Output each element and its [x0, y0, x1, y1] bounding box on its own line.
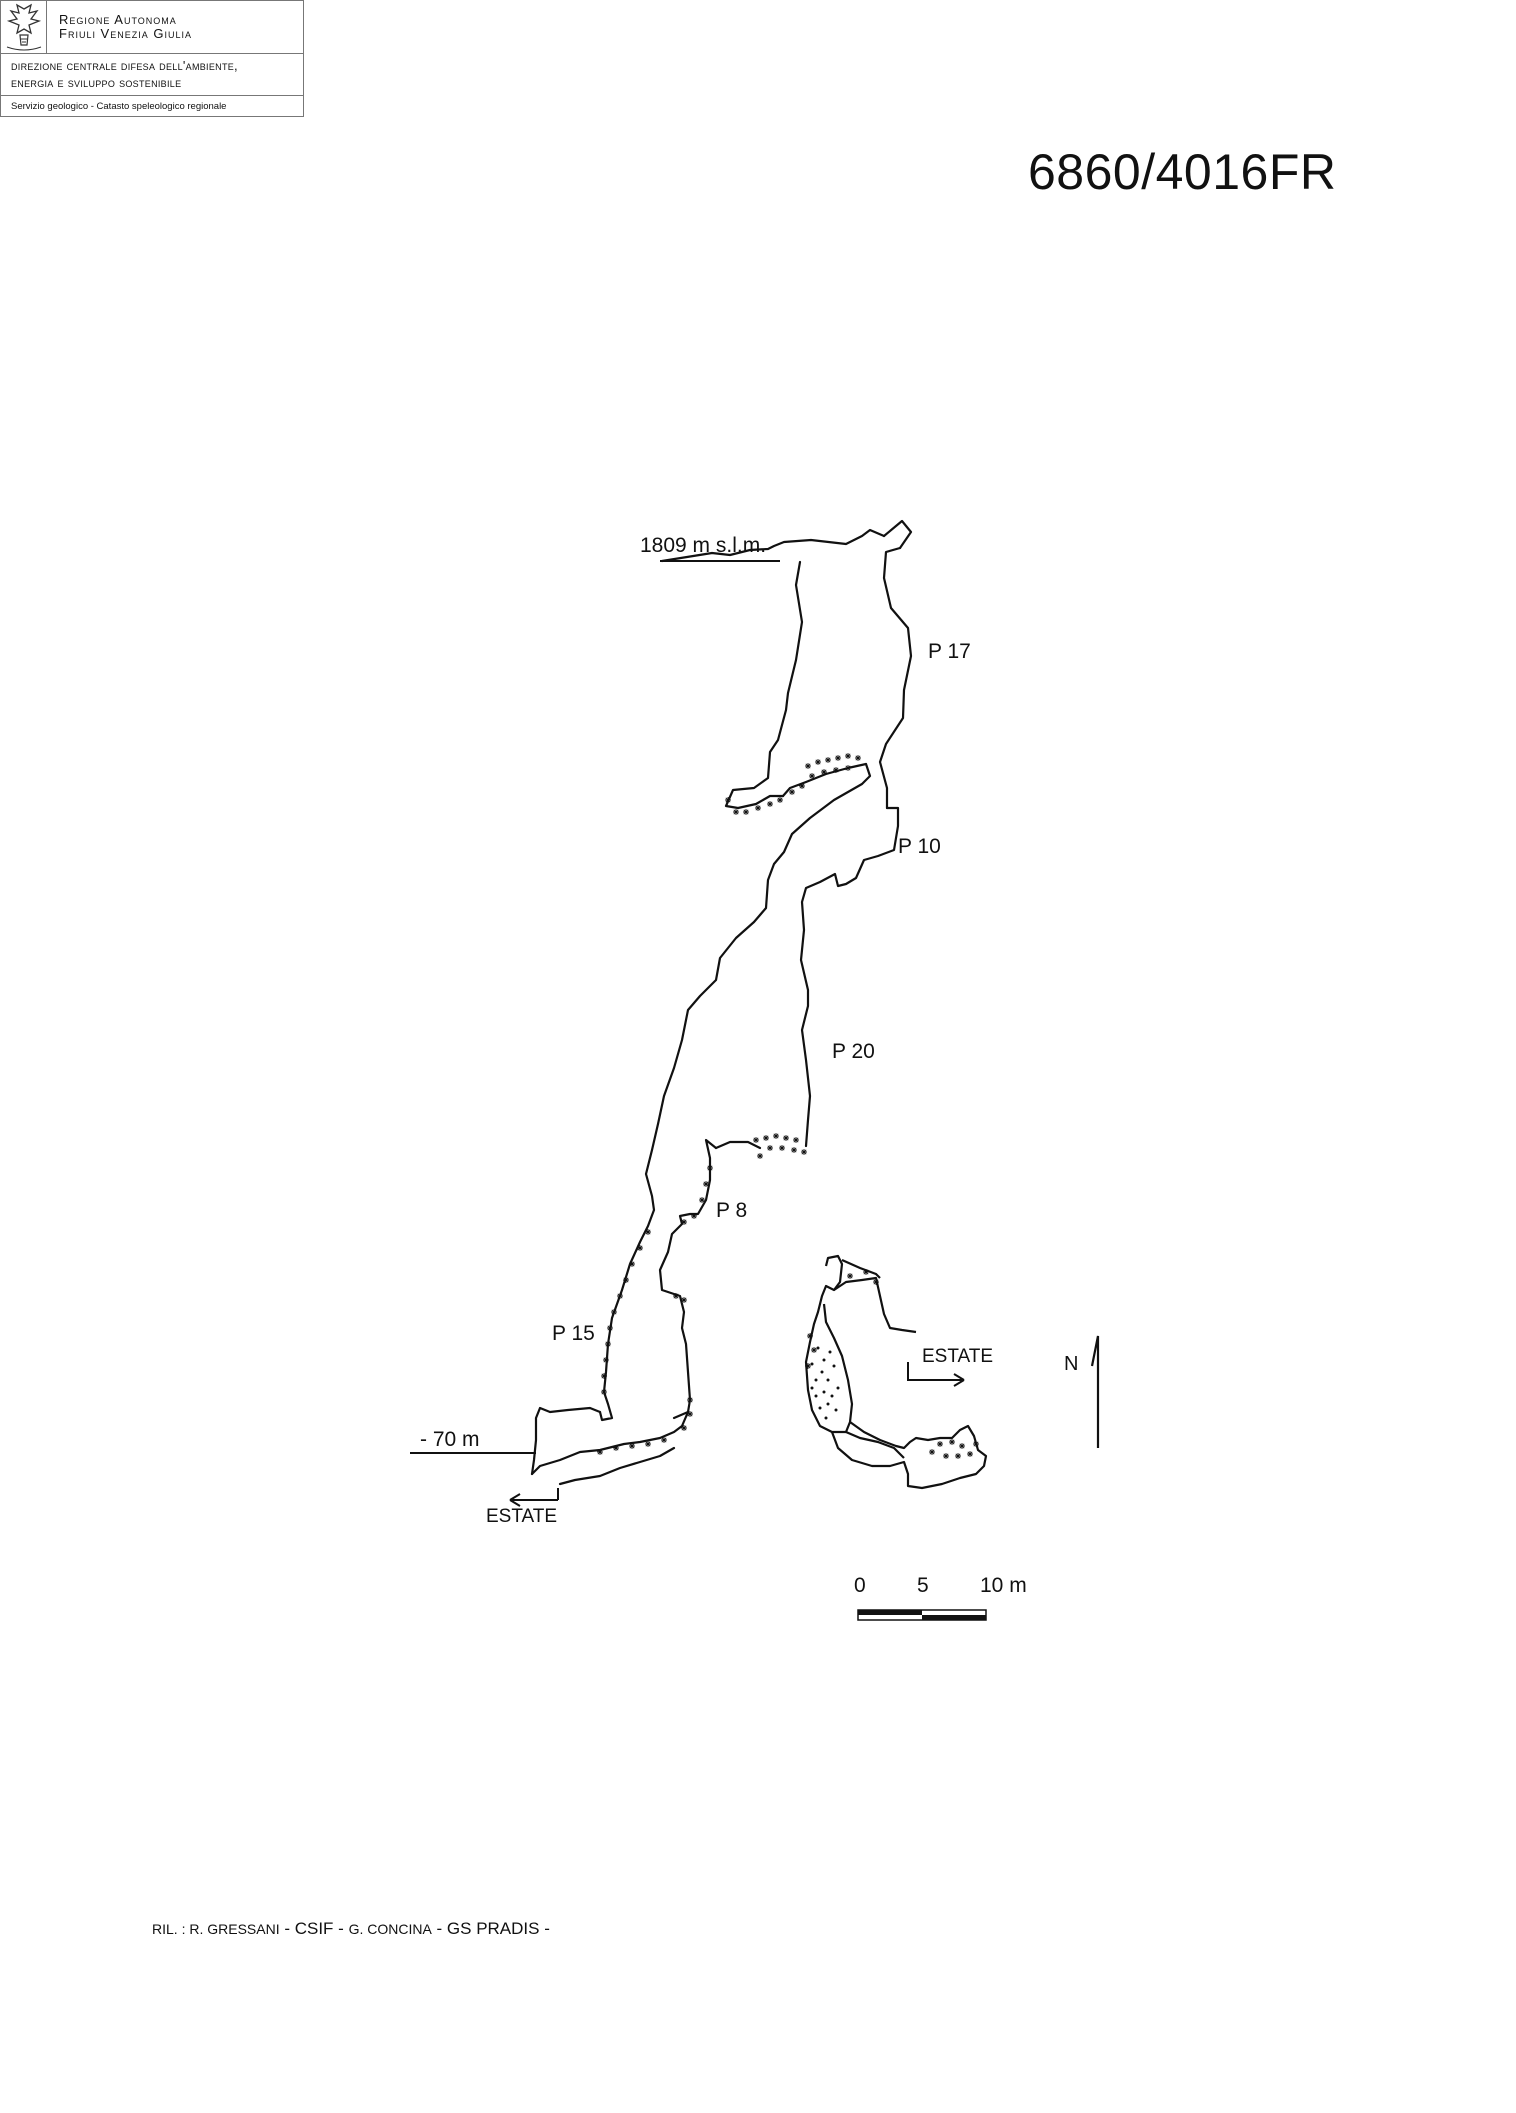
scale-label-5: 5 — [917, 1574, 929, 1597]
survey-credits: RIL. : R. Gressani - CSIF - G. Concina -… — [152, 1919, 550, 1939]
directorate-name: direzione centrale difesa dell'ambiente,… — [11, 57, 238, 91]
section-markers — [410, 560, 780, 1507]
right-wall-p17 — [878, 546, 913, 810]
left-wall-p17 — [724, 560, 804, 810]
plan-inner-wall — [833, 1276, 917, 1334]
section-estate-arrow — [509, 1488, 559, 1507]
credits-surveyor-2: G. Concina — [348, 1921, 432, 1937]
directorate-line1: direzione centrale difesa dell'ambiente, — [11, 58, 238, 73]
directorate-line2: energia e sviluppo sostenibile — [11, 75, 182, 90]
pit-label-p20: P 20 — [832, 1040, 875, 1063]
cave-cadastre-code: 6860/4016FR — [1028, 144, 1337, 200]
plan-lower-chamber — [830, 1421, 988, 1490]
credits-sep-3: - — [431, 1919, 447, 1938]
surface-tail — [882, 519, 913, 550]
north-label: N — [1064, 1353, 1078, 1375]
scale-bar: 0 5 10 m — [854, 1574, 1027, 1621]
pit-label-p17: P 17 — [928, 640, 971, 663]
p8-top — [714, 1140, 762, 1150]
right-wall-p10 — [799, 806, 900, 1148]
plan-lower-passage — [845, 1430, 905, 1459]
service-name: Servizio geologico - Catasto speleologic… — [11, 101, 227, 112]
credits-surveyor-1: R. Gressani — [189, 1921, 280, 1937]
credits-group-2: GS PRADIS — [446, 1919, 540, 1938]
bottom-floor-right — [558, 1446, 676, 1486]
p20-ledge — [658, 1138, 718, 1420]
header-divider-top — [1, 53, 303, 54]
plan-breakdown-dots — [810, 1346, 840, 1420]
credits-suffix: - — [539, 1919, 550, 1938]
bottom-chamber-floor — [530, 1410, 690, 1476]
plan-outline-upper — [804, 1254, 854, 1434]
credits-sep-1: - — [279, 1919, 295, 1938]
left-wall-p10-p15 — [598, 762, 872, 1422]
north-arrow: N — [1064, 1335, 1100, 1448]
breakdown-symbols — [596, 752, 862, 1456]
section-walls — [530, 519, 913, 1486]
region-name: Regione Autonoma Friuli Venezia Giulia — [59, 13, 192, 41]
region-logo — [1, 1, 47, 53]
eagle-emblem-icon — [6, 3, 42, 51]
entrance-altitude-label: 1809 m s.l.m. — [640, 534, 766, 557]
institution-header: Regione Autonoma Friuli Venezia Giulia d… — [0, 0, 304, 117]
scale-label-0: 0 — [854, 1574, 866, 1597]
section-estate-label: ESTATE — [486, 1506, 557, 1527]
p17-shelf — [781, 762, 868, 798]
pit-label-p8: P 8 — [716, 1199, 747, 1222]
plan-estate-arrow — [907, 1362, 965, 1387]
header-divider-bottom — [1, 95, 303, 96]
credits-prefix: RIL. : — [152, 1921, 190, 1937]
plan-estate-label: ESTATE — [922, 1346, 993, 1367]
region-name-line2: Friuli Venezia Giulia — [59, 26, 192, 41]
pit-label-p15: P 15 — [552, 1322, 595, 1345]
credits-sep-2: - — [333, 1919, 349, 1938]
scale-label-10m: 10 m — [980, 1574, 1027, 1597]
credits-group-1: CSIF — [294, 1919, 334, 1938]
depth-label: - 70 m — [420, 1428, 480, 1451]
pit-label-p10: P 10 — [898, 835, 941, 858]
region-name-line1: Regione Autonoma — [59, 12, 177, 27]
bottom-chamber — [530, 1406, 602, 1476]
surface-line — [660, 528, 886, 563]
plan-right-lobe — [841, 1258, 881, 1279]
plan-view — [804, 1254, 988, 1490]
north-arrow-icon — [1090, 1335, 1100, 1448]
